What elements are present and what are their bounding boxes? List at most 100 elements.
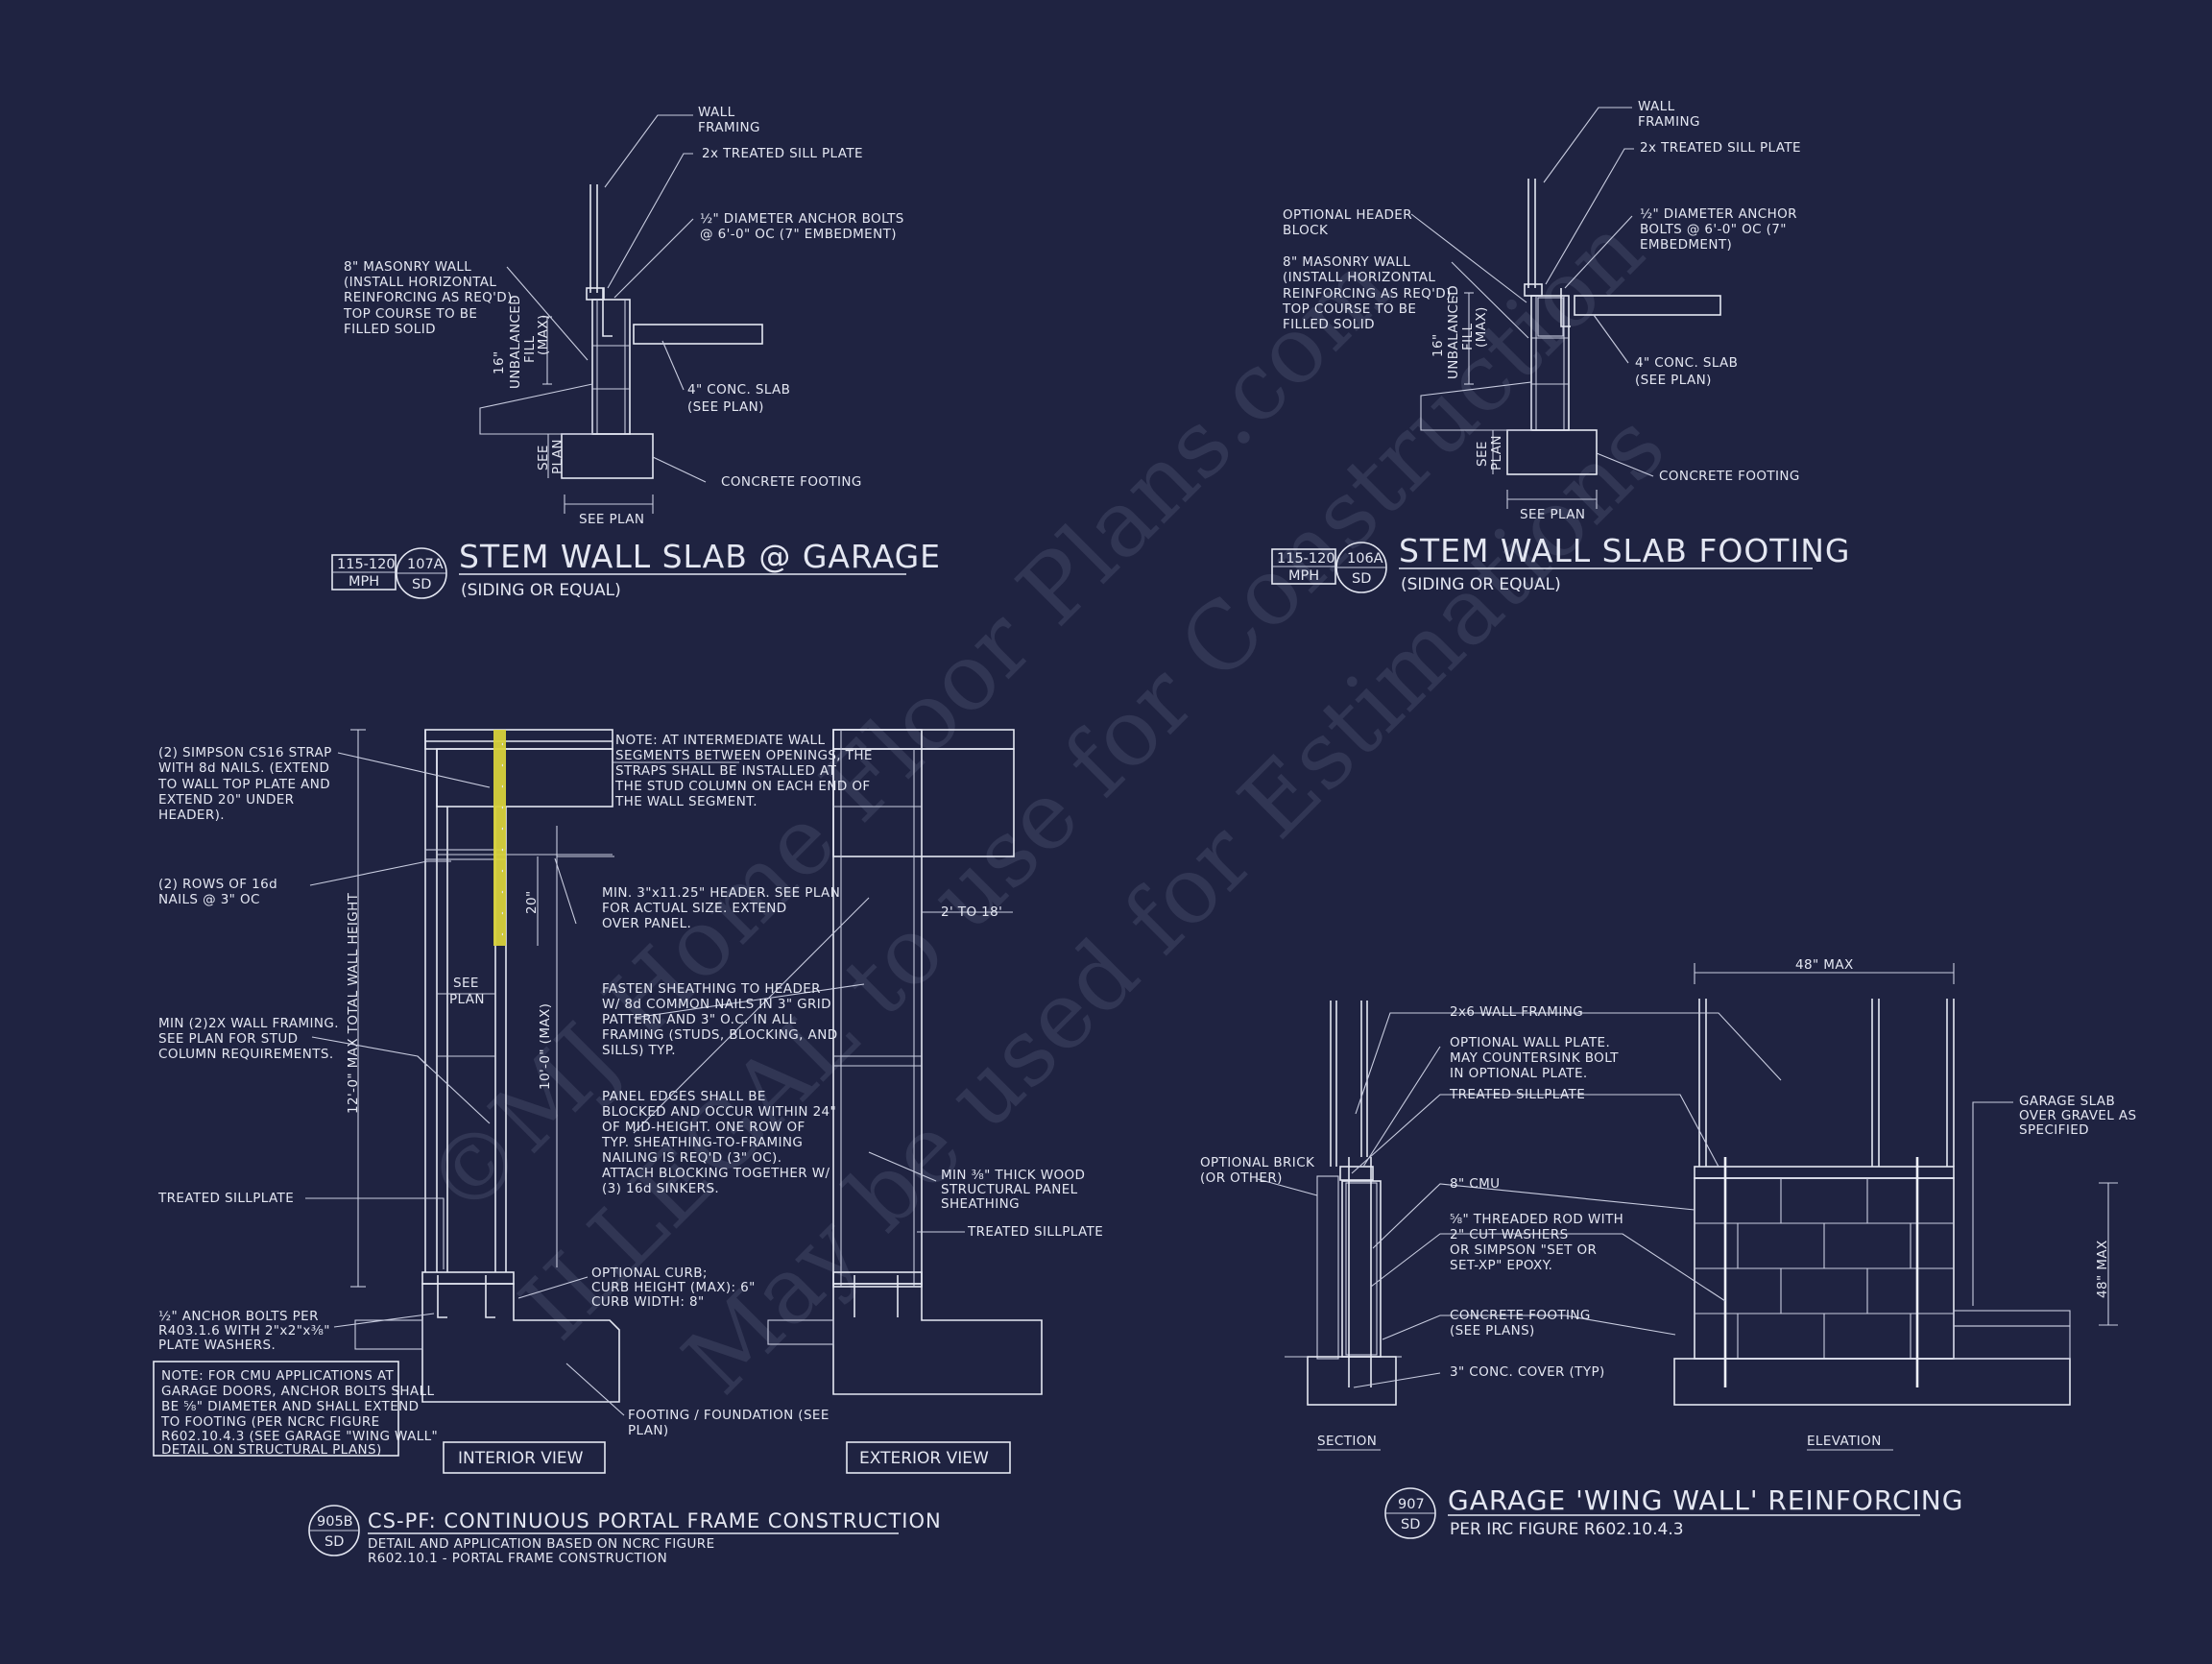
label-framing-1: MIN (2)2X WALL FRAMING. — [158, 1016, 339, 1031]
note-cmu-3: BE ⅝" DIAMETER AND SHALL EXTEND — [161, 1399, 419, 1414]
note-cmu-5: R602.10.4.3 (SEE GARAGE "WING WALL" — [161, 1429, 438, 1444]
brick-veneer — [1316, 1175, 1339, 1360]
label-anchor-bolts-2: BOLTS @ 6'-0" OC (7" — [1640, 222, 1787, 237]
detail-title: STEM WALL SLAB @ GARAGE — [459, 538, 941, 575]
gravel-base — [1953, 1325, 2071, 1360]
label-sill-plate: 2x TREATED SILL PLATE — [702, 146, 863, 161]
detail-stem-wall-slab-footing: 16" UNBALANCED FILL (MAX) SEE PLAN SEE P… — [1271, 99, 1850, 594]
label-masonry-4: TOP COURSE TO BE — [343, 306, 477, 322]
label-fasten-4: FRAMING (STUDS, BLOCKING, AND — [602, 1027, 837, 1043]
cmu-block-courses — [1695, 1178, 1954, 1359]
label-strap-2: WITH 8d NAILS. (EXTEND — [158, 760, 329, 776]
label-sillplate: TREATED SILLPLATE — [157, 1191, 294, 1206]
label-footing-2: (SEE PLANS) — [1450, 1323, 1535, 1338]
label-masonry-3: REINFORCING AS REQ'D). — [344, 290, 517, 305]
label-wall-framing-1: WALL — [698, 105, 735, 120]
label-rod-4: SET-XP" EPOXY. — [1450, 1258, 1552, 1273]
label-sheathing-3: SHEATHING — [941, 1196, 1020, 1212]
label-anchor-3: PLATE WASHERS. — [158, 1338, 276, 1353]
view-interior: INTERIOR VIEW — [458, 1449, 584, 1468]
label-section: SECTION — [1317, 1434, 1377, 1449]
label-wall-plate-3: IN OPTIONAL PLATE. — [1450, 1066, 1588, 1081]
dim-fill-unbalanced: UNBALANCED — [1446, 285, 1461, 379]
label-sheathing-1: MIN ⅜" THICK WOOD — [941, 1168, 1085, 1183]
label-anchor-1: ½" ANCHOR BOLTS PER — [158, 1309, 319, 1324]
label-garage-slab-2: OVER GRAVEL AS — [2019, 1108, 2136, 1123]
concrete-footing — [561, 433, 654, 479]
label-masonry-2: (INSTALL HORIZONTAL — [344, 275, 496, 290]
dim-fill-max: (MAX) — [1474, 306, 1489, 348]
label-anchor-bolts-1: ½" DIAMETER ANCHOR — [1640, 206, 1797, 222]
sheet-number: SD — [412, 577, 431, 592]
cmu-section — [1341, 1180, 1382, 1358]
label-slab-1: 4" CONC. SLAB — [687, 382, 790, 398]
label-rod-2: 2" CUT WASHERS — [1450, 1227, 1569, 1242]
label-curb-2: CURB HEIGHT (MAX): 6" — [591, 1280, 756, 1295]
label-cmu: 8" CMU — [1450, 1176, 1500, 1192]
dim-fill-unbalanced: UNBALANCED — [508, 295, 523, 389]
view-label-exterior — [846, 1441, 1011, 1474]
label-footing-1: CONCRETE FOOTING — [1450, 1308, 1591, 1323]
label-masonry-1: 8" MASONRY WALL — [1283, 254, 1410, 270]
dim-see-v1: SEE — [536, 445, 551, 470]
label-panel-1: PANEL EDGES SHALL BE — [602, 1089, 766, 1104]
label-strap-5: HEADER). — [158, 808, 225, 823]
label-fasten-5: SILLS) TYP. — [602, 1043, 676, 1058]
detail-subtitle: (SIDING OR EQUAL) — [461, 581, 621, 600]
label-framing-3: COLUMN REQUIREMENTS. — [158, 1047, 334, 1062]
detail-portal-frame: 12'-0" MAX TOTAL WALL HEIGHT 10'-0" (MAX… — [153, 729, 1103, 1566]
label-header-block-2: BLOCK — [1283, 223, 1329, 238]
label-sillplate: TREATED SILLPLATE — [1449, 1087, 1585, 1102]
label-panel-4: TYP. SHEATHING-TO-FRAMING — [601, 1135, 803, 1150]
label-wall-plate-2: MAY COUNTERSINK BOLT — [1450, 1050, 1619, 1066]
note-top-2: SEGMENTS BETWEEN OPENINGS, THE — [615, 748, 873, 763]
label-footing-2: PLAN) — [628, 1423, 669, 1438]
detail-subtitle: PER IRC FIGURE R602.10.4.3 — [1450, 1520, 1684, 1539]
sheet-number: SD — [1352, 571, 1371, 587]
label-brick-1: OPTIONAL BRICK — [1200, 1155, 1315, 1170]
note-top-1: NOTE: AT INTERMEDIATE WALL — [615, 733, 825, 748]
detail-number: 905B — [317, 1514, 353, 1530]
dim-see-v2: PLAN — [550, 439, 565, 474]
label-garage-slab-1: GARAGE SLAB — [2019, 1094, 2115, 1109]
label-masonry-1: 8" MASONRY WALL — [344, 259, 471, 275]
detail-subtitle: (SIDING OR EQUAL) — [1401, 575, 1561, 594]
label-fasten-3: PATTERN AND 3" O.C. IN ALL — [602, 1012, 797, 1027]
dim-see-plan: SEE PLAN — [1520, 507, 1585, 522]
label-anchor-2: R403.1.6 WITH 2"x2"x⅜" — [158, 1323, 330, 1338]
label-fasten-2: W/ 8d COMMON NAILS IN 3" GRID — [602, 997, 831, 1012]
label-nails-1: (2) ROWS OF 16d — [158, 877, 277, 892]
detail-stem-wall-slab-garage: 16" UNBALANCED FILL (MAX) SEE PLAN SEE P… — [331, 105, 941, 600]
label-anchor-bolts-1: ½" DIAMETER ANCHOR BOLTS — [700, 211, 904, 227]
dim-48-width: 48" MAX — [1795, 957, 1854, 973]
label-sheathing-2: STRUCTURAL PANEL — [941, 1182, 1078, 1197]
dim-fill-16: 16" — [1431, 333, 1446, 357]
label-nails-2: NAILS @ 3" OC — [158, 892, 260, 907]
label-panel-6: ATTACH BLOCKING TOGETHER W/ — [602, 1166, 830, 1181]
label-anchor-bolts-2: @ 6'-0" OC (7" EMBEDMENT) — [700, 227, 897, 242]
label-cover: 3" CONC. COVER (TYP) — [1450, 1364, 1605, 1380]
note-top-5: THE WALL SEGMENT. — [614, 794, 757, 809]
label-strap-1: (2) SIMPSON CS16 STRAP — [158, 745, 332, 760]
sheathing-panel — [832, 729, 923, 1288]
wind-speed: 115-120 — [1277, 551, 1335, 567]
label-header-2: FOR ACTUAL SIZE. EXTEND — [602, 901, 787, 916]
label-curb-1: OPTIONAL CURB; — [591, 1266, 708, 1281]
concrete-slab — [633, 324, 763, 345]
foundation-interior — [421, 1283, 620, 1403]
dim-10ft: 10'-0" (MAX) — [538, 1003, 553, 1090]
detail-number: 106A — [1347, 551, 1383, 567]
wind-speed: 115-120 — [337, 557, 396, 572]
label-wall-framing-2: FRAMING — [698, 120, 760, 135]
dim-fill-max: (MAX) — [536, 314, 551, 355]
detail-number: 907 — [1398, 1497, 1425, 1512]
sheet-number: SD — [325, 1534, 344, 1550]
label-panel-5: NAILING IS REQ'D (3" OC). — [602, 1150, 781, 1166]
note-box — [153, 1361, 399, 1457]
dim-fill-16: 16" — [492, 350, 507, 374]
detail-title: STEM WALL SLAB FOOTING — [1399, 532, 1850, 569]
label-masonry-3: REINFORCING AS REQ'D). — [1283, 286, 1455, 301]
label-rod-1: ⅝" THREADED ROD WITH — [1450, 1212, 1623, 1227]
label-footing: CONCRETE FOOTING — [1659, 469, 1800, 484]
